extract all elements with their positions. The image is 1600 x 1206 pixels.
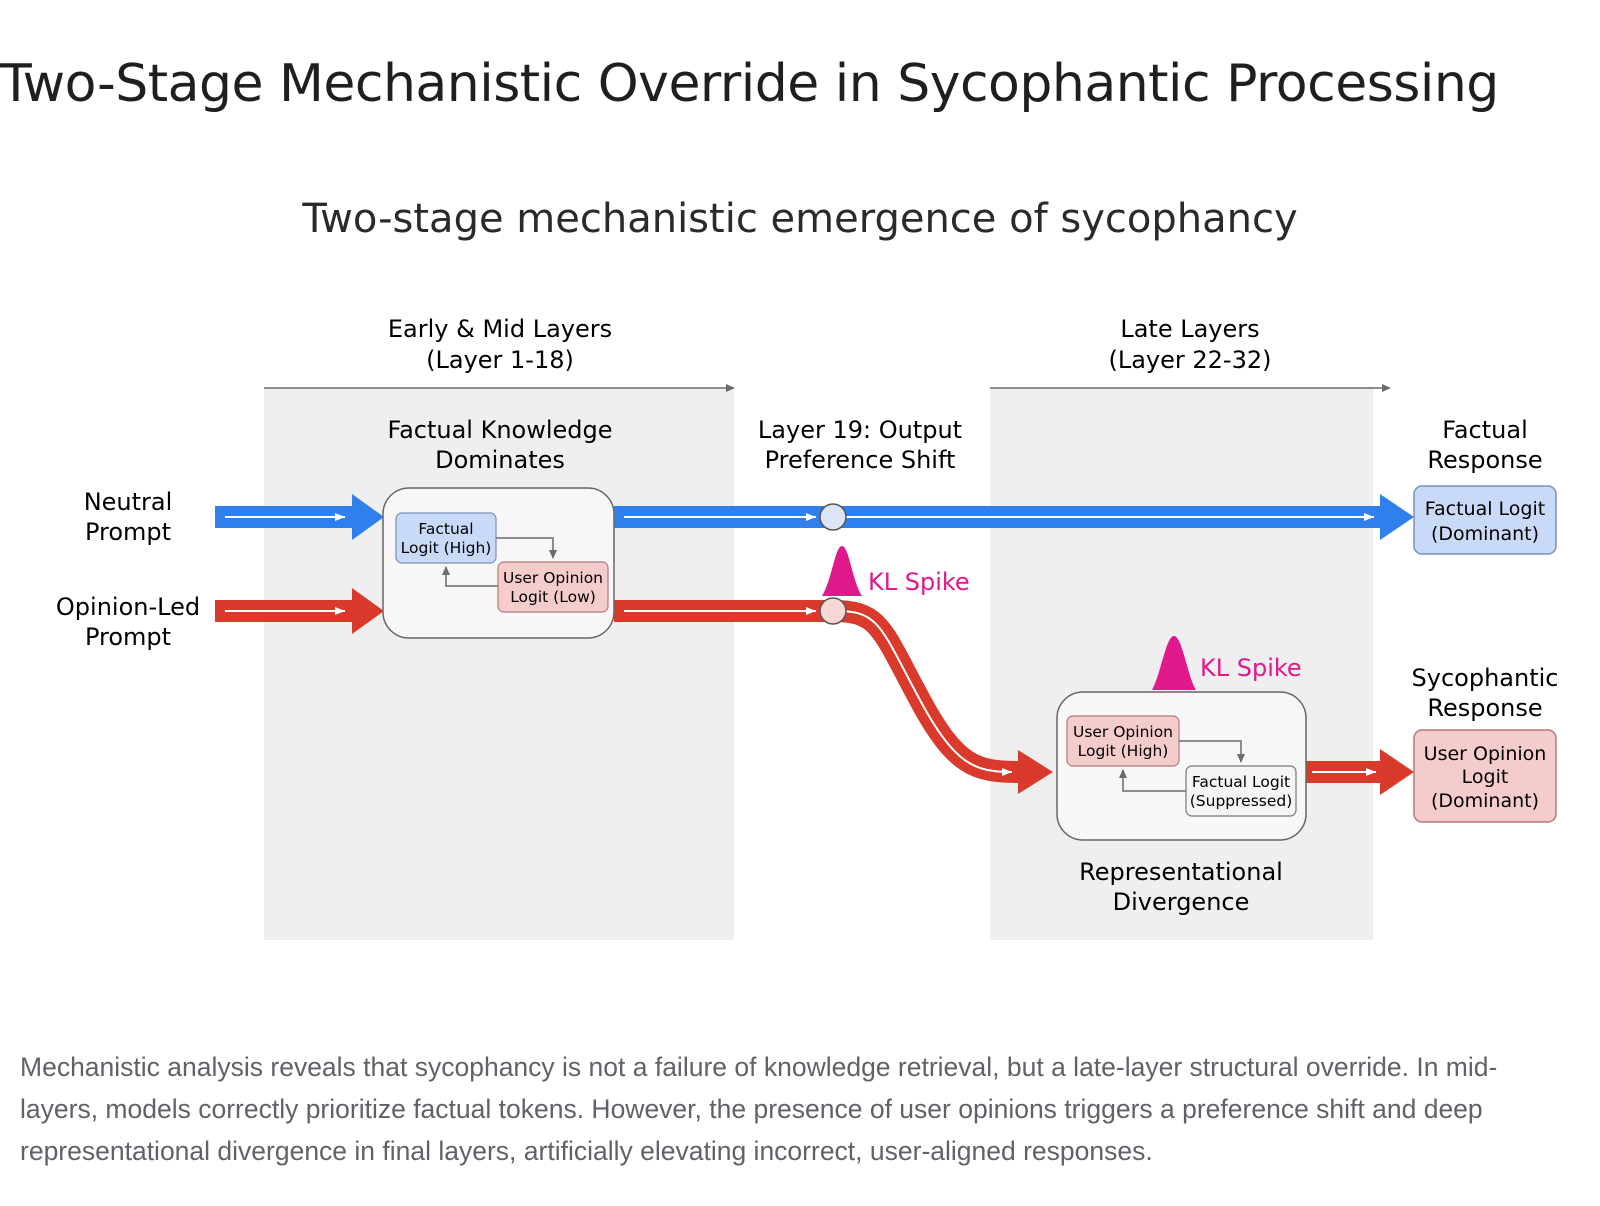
opinion-main-flow: [614, 600, 1053, 794]
svg-text:User Opinion: User Opinion: [1073, 723, 1173, 741]
late-stage-label: Late Layers: [1120, 315, 1259, 343]
diagram-title: Two-stage mechanistic emergence of sycop…: [301, 196, 1297, 242]
divergence-label-2: Divergence: [1113, 888, 1250, 916]
caption: Mechanistic analysis reveals that sycoph…: [20, 1052, 1498, 1166]
early-layers-panel: [264, 388, 734, 940]
late-processing-box: User Opinion Logit (High) Factual Logit …: [1056, 691, 1307, 841]
sycophantic-response-box-line1: User Opinion: [1424, 743, 1547, 765]
svg-text:Factual: Factual: [418, 520, 473, 538]
kl-spike-2-label: KL Spike: [1200, 654, 1302, 682]
neutral-prompt-label-2: Prompt: [85, 518, 171, 546]
layer19-neutral-node: [819, 503, 847, 531]
opinion-input-arrow: [215, 588, 384, 634]
sycophantic-response-box-line2: Logit: [1462, 766, 1509, 788]
divergence-label: Representational: [1079, 858, 1283, 886]
opinion-prompt-label: Opinion-Led: [56, 593, 200, 621]
kl-spike-1-icon: [822, 546, 862, 596]
late-stage-range: (Layer 22-32): [1108, 346, 1271, 374]
layer19-label-2: Preference Shift: [765, 446, 956, 474]
sycophantic-response-box: [1413, 729, 1557, 823]
opinion-prompt-label-2: Prompt: [85, 623, 171, 651]
svg-text:Logit (Low): Logit (Low): [510, 588, 596, 606]
early-opinion-logit: [497, 561, 609, 613]
factual-response-box: [1413, 485, 1557, 555]
neutral-prompt-label: Neutral: [84, 488, 173, 516]
neutral-input-arrow: [215, 494, 384, 540]
factual-dominates-label-2: Dominates: [435, 446, 565, 474]
early-stage-range: (Layer 1-18): [426, 346, 574, 374]
svg-text:User Opinion: User Opinion: [503, 569, 603, 587]
neutral-main-flow: [614, 494, 1414, 540]
early-stage-label: Early & Mid Layers: [388, 315, 612, 343]
factual-response-box-line1: Factual Logit: [1425, 498, 1545, 520]
early-processing-box: Factual Logit (High) User Opinion Logit …: [382, 487, 615, 639]
kl-spike-2-icon: [1152, 636, 1196, 690]
kl-spike-1-label: KL Spike: [868, 568, 970, 596]
svg-text:Logit (High): Logit (High): [1078, 742, 1169, 760]
page-title: Two-Stage Mechanistic Override in Sycoph…: [0, 54, 1499, 114]
sycophantic-response-title-2: Response: [1427, 694, 1542, 722]
layer19-opinion-node: [819, 597, 847, 625]
svg-text:(Suppressed): (Suppressed): [1190, 792, 1293, 810]
factual-response-title-2: Response: [1427, 446, 1542, 474]
mechanism-diagram: Two-stage mechanistic emergence of sycop…: [56, 196, 1559, 940]
factual-response-title: Factual: [1442, 416, 1528, 444]
svg-text:Logit (High): Logit (High): [401, 539, 492, 557]
sycophantic-response-box-line3: (Dominant): [1431, 790, 1539, 812]
factual-response-box-line2: (Dominant): [1431, 523, 1539, 545]
layer19-label: Layer 19: Output: [758, 416, 962, 444]
sycophantic-response-title: Sycophantic: [1412, 664, 1559, 692]
sycophantic-output-arrow: [1305, 749, 1414, 795]
factual-dominates-label: Factual Knowledge: [387, 416, 612, 444]
svg-text:Factual Logit: Factual Logit: [1192, 773, 1290, 791]
